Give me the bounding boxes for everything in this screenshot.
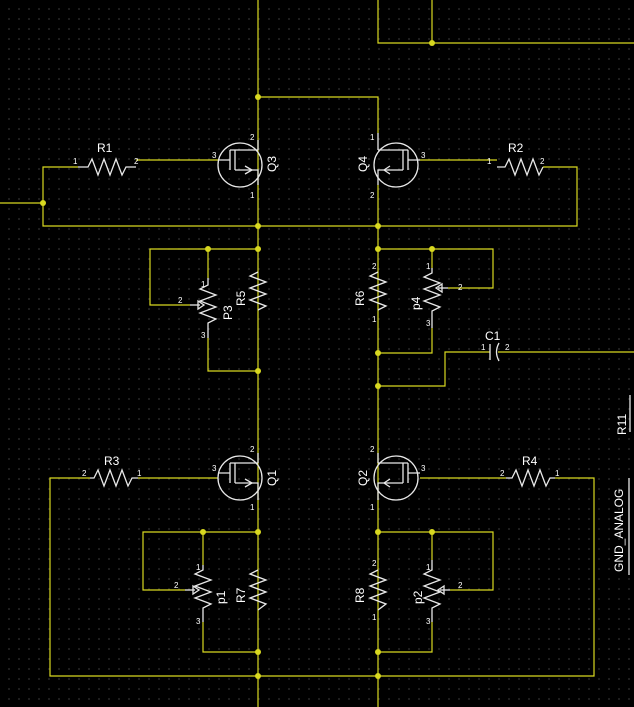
svg-text:R7: R7 xyxy=(234,587,248,603)
junctions xyxy=(40,40,435,679)
resistor-r8[interactable]: R8 2 1 xyxy=(353,559,388,622)
resistor-r5[interactable]: R5 xyxy=(234,271,268,311)
svg-text:R5: R5 xyxy=(234,290,248,306)
svg-text:2: 2 xyxy=(174,581,179,590)
svg-text:2: 2 xyxy=(178,296,183,305)
transistor-q1[interactable]: Q1 3 2 1 xyxy=(212,445,279,512)
svg-text:3: 3 xyxy=(421,151,426,160)
svg-text:C1: C1 xyxy=(485,329,501,343)
svg-text:2: 2 xyxy=(540,157,545,166)
svg-text:1: 1 xyxy=(372,315,377,324)
transistor-q4[interactable]: Q4 3 1 2 xyxy=(356,133,426,200)
svg-text:1: 1 xyxy=(555,469,560,478)
svg-text:2: 2 xyxy=(458,581,463,590)
svg-text:3: 3 xyxy=(196,617,201,626)
svg-text:2: 2 xyxy=(82,469,87,478)
svg-text:Q1: Q1 xyxy=(265,470,279,486)
resistor-r11-label[interactable]: R11 xyxy=(615,395,631,435)
svg-text:1: 1 xyxy=(426,563,431,572)
svg-text:Q2: Q2 xyxy=(356,470,370,486)
svg-text:R11: R11 xyxy=(615,414,629,435)
svg-text:p2: p2 xyxy=(411,590,425,604)
potentiometer-p4[interactable]: p4 1 2 3 xyxy=(409,262,463,328)
svg-text:3: 3 xyxy=(201,331,206,340)
resistor-r1[interactable]: R1 1 2 xyxy=(73,141,139,177)
svg-text:R6: R6 xyxy=(353,290,367,306)
svg-text:1: 1 xyxy=(137,469,142,478)
svg-text:3: 3 xyxy=(212,151,217,160)
svg-text:R4: R4 xyxy=(522,454,538,468)
svg-text:1: 1 xyxy=(73,157,78,166)
capacitor-c1[interactable]: C1 1 2 xyxy=(481,329,510,362)
svg-text:3: 3 xyxy=(426,319,431,328)
svg-text:p4: p4 xyxy=(409,296,423,310)
svg-text:1: 1 xyxy=(370,133,375,142)
svg-text:p1: p1 xyxy=(214,590,228,604)
svg-text:1: 1 xyxy=(426,262,431,271)
svg-text:1: 1 xyxy=(487,157,492,166)
svg-text:R8: R8 xyxy=(353,587,367,603)
svg-text:1: 1 xyxy=(372,613,377,622)
svg-text:2: 2 xyxy=(372,262,377,271)
svg-text:2: 2 xyxy=(372,559,377,568)
svg-text:2: 2 xyxy=(505,343,510,352)
svg-text:Q4: Q4 xyxy=(356,156,370,172)
svg-text:2: 2 xyxy=(134,157,139,166)
resistor-r3[interactable]: R3 2 1 xyxy=(82,454,142,488)
svg-text:R3: R3 xyxy=(104,454,120,468)
svg-text:3: 3 xyxy=(212,464,217,473)
svg-text:R2: R2 xyxy=(508,141,524,155)
net-label-gnd-analog[interactable]: GND_ANALOG xyxy=(612,478,630,575)
svg-text:2: 2 xyxy=(500,469,505,478)
svg-text:2: 2 xyxy=(458,283,463,292)
svg-text:3: 3 xyxy=(421,464,426,473)
resistor-r7[interactable]: R7 xyxy=(234,569,268,611)
potentiometer-p3[interactable]: P3 1 2 3 xyxy=(178,278,235,340)
svg-text:GND_ANALOG: GND_ANALOG xyxy=(612,489,626,572)
svg-text:2: 2 xyxy=(370,445,375,454)
svg-text:Q3: Q3 xyxy=(265,156,279,172)
svg-text:3: 3 xyxy=(426,617,431,626)
svg-text:1: 1 xyxy=(201,280,206,289)
svg-text:P3: P3 xyxy=(221,305,235,320)
svg-text:2: 2 xyxy=(250,445,255,454)
svg-text:2: 2 xyxy=(370,191,375,200)
svg-text:1: 1 xyxy=(250,503,255,512)
svg-text:1: 1 xyxy=(370,503,375,512)
svg-text:1: 1 xyxy=(250,191,255,200)
resistor-r2[interactable]: R2 1 2 xyxy=(487,141,545,177)
potentiometer-p2[interactable]: p2 1 2 3 xyxy=(411,560,463,626)
potentiometer-p1[interactable]: p1 1 2 3 xyxy=(174,563,228,626)
resistor-r6[interactable]: R6 2 1 xyxy=(353,262,388,324)
svg-text:1: 1 xyxy=(196,563,201,572)
transistor-q3[interactable]: Q3 3 2 1 xyxy=(212,133,279,200)
resistor-r4[interactable]: R4 2 1 xyxy=(500,454,560,488)
svg-text:R1: R1 xyxy=(97,141,113,155)
svg-text:1: 1 xyxy=(481,343,486,352)
transistor-q2[interactable]: Q2 3 2 1 xyxy=(356,445,426,512)
svg-text:2: 2 xyxy=(250,133,255,142)
